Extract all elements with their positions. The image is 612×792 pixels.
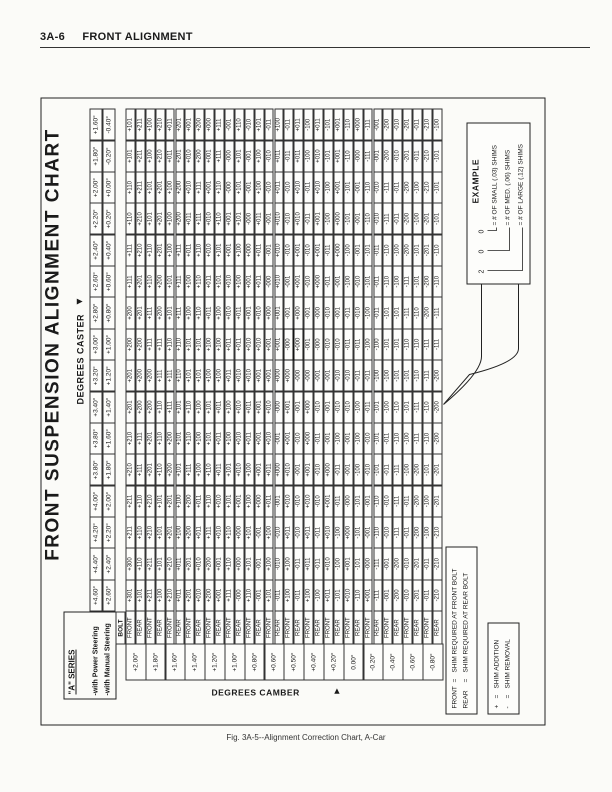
section-title: FRONT ALIGNMENT bbox=[82, 31, 193, 43]
shim-cell: -000 bbox=[283, 327, 294, 360]
shim-cell: +000 bbox=[293, 327, 304, 360]
example-line-medium: = # OF MED. (.06) SHIMS bbox=[504, 149, 511, 225]
example-connector-lines bbox=[487, 227, 523, 271]
example-box: EXAMPLE 2 0 0 = # OF SMALL (.03) SHIMS =… bbox=[466, 122, 530, 284]
alignment-chart-frame: FRONT SUSPENSION ALIGNMENT CHART "A" SER… bbox=[40, 97, 545, 725]
figure-caption: Fig. 3A-5--Alignment Correction Chart, A… bbox=[226, 733, 386, 742]
callout-pointer bbox=[442, 284, 519, 405]
header-rule bbox=[40, 47, 590, 48]
example-line-small: = # OF SMALL (.03) SHIMS bbox=[491, 144, 498, 226]
page-header: 3A-6 FRONT ALIGNMENT bbox=[40, 31, 193, 43]
section-number: 3A-6 bbox=[40, 31, 66, 43]
example-line-large: = # OF LARGE (.12) SHIMS bbox=[517, 143, 524, 225]
